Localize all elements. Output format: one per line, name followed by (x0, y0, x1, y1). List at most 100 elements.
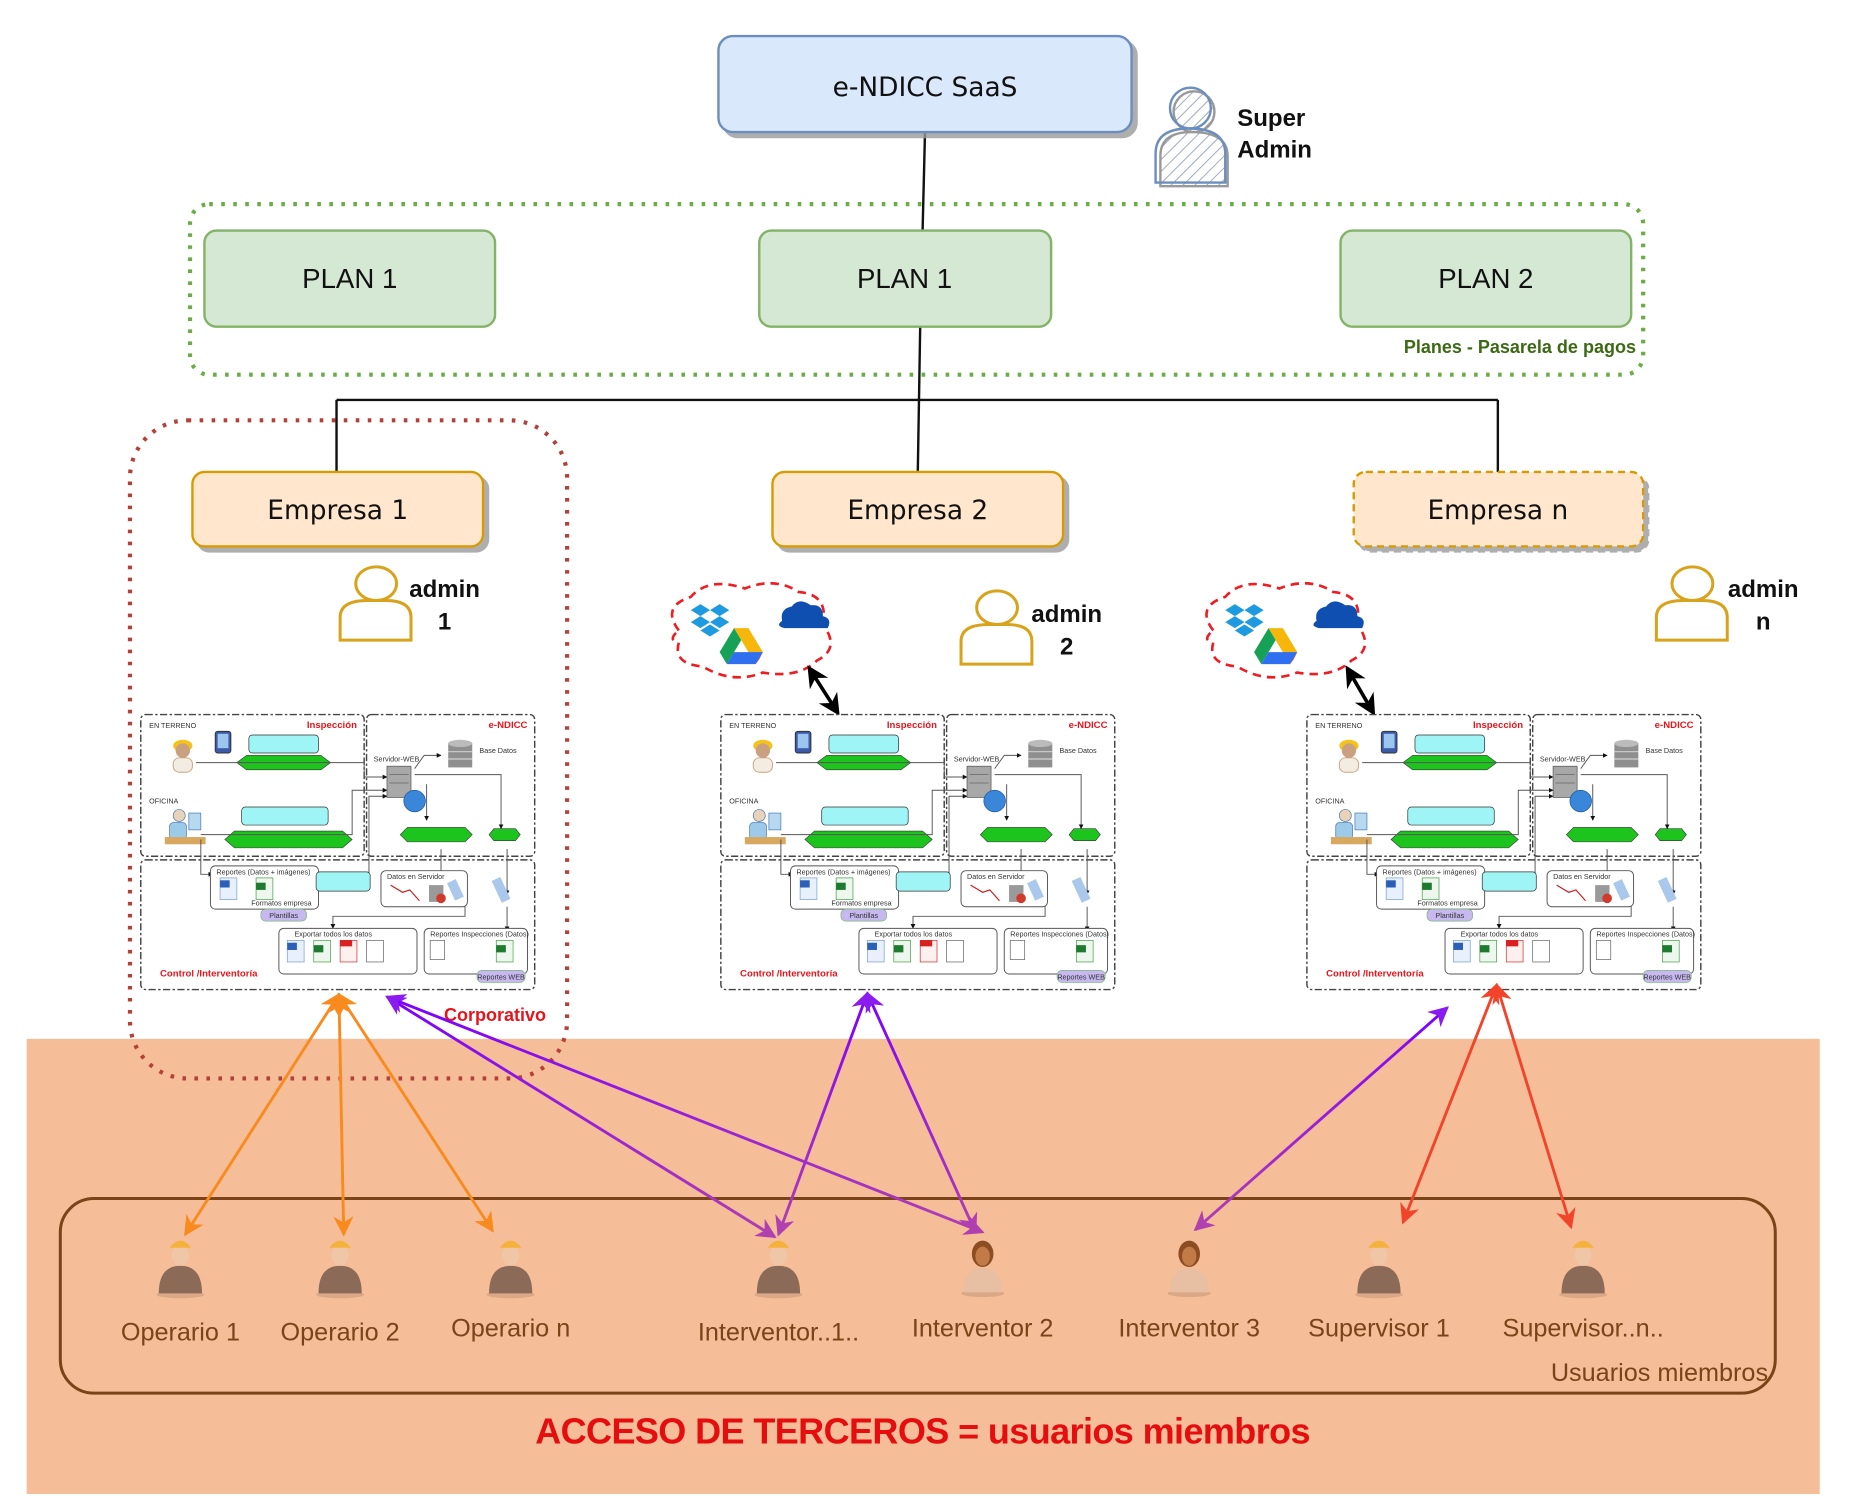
company-node-2[interactable]: Empresa 2 (771, 470, 1065, 548)
admin-label-2: 1 (438, 608, 451, 635)
members-list: Operario 1 Operario 2 Operario n Intervento… (121, 1240, 1664, 1347)
cloud-storage-group (670, 582, 832, 679)
member-user[interactable]: Operario 2 (281, 1240, 400, 1347)
templates-tag (260, 908, 307, 922)
member-user[interactable]: Interventor..1.. (698, 1240, 859, 1347)
export-title: Exportar todos los datos (1461, 930, 1539, 939)
member-user-label: Interventor 3 (1118, 1315, 1260, 1343)
field-section-label: EN TERRENO (149, 721, 196, 730)
system-title: e-NDICC (489, 720, 528, 731)
office-worker-icon (744, 809, 786, 845)
plan-label: PLAN 1 (302, 263, 397, 294)
member-user-label: Supervisor..n.. (1503, 1315, 1664, 1343)
plan-node[interactable]: PLAN 1 (758, 229, 1053, 328)
system-section (945, 713, 1116, 858)
admin-label-1: admin (1728, 576, 1799, 603)
cloud-outline (670, 582, 832, 679)
control-title: Control /Interventoría (1326, 968, 1424, 979)
access-links (183, 982, 1576, 1239)
inspection-title: Inspección (1473, 720, 1523, 731)
saas-root-label: e-NDICC SaaS (833, 72, 1018, 103)
dropbox-icon (690, 604, 730, 637)
corporate-group-caption: Corporativo (444, 1005, 546, 1025)
field-section-label: EN TERRENO (729, 721, 776, 730)
third-party-title: ACCESO DE TERCEROS = usuarios miembros (535, 1411, 1310, 1452)
control-title: Control /Interventoría (160, 968, 258, 979)
export-title: Exportar todos los datos (875, 930, 953, 939)
company-node-n[interactable]: Empresa n (1352, 470, 1645, 548)
member-user[interactable]: Supervisor 1 (1308, 1240, 1450, 1343)
web-reports-tag-label: Reportes WEB (1057, 972, 1105, 981)
web-reports-area (1003, 927, 1109, 975)
member-user-label: Operario n (451, 1315, 570, 1343)
company-node-1[interactable]: Empresa 1 (191, 470, 485, 548)
woman-icon (1167, 1240, 1211, 1298)
plan-label: PLAN 2 (1438, 263, 1533, 294)
server-data-title: Datos en Servidor (387, 872, 445, 881)
system-title: e-NDICC (1655, 720, 1694, 731)
member-user[interactable]: Operario n (451, 1240, 570, 1343)
company-admin-n: admin n (1654, 565, 1799, 642)
system-title: e-NDICC (1069, 720, 1108, 731)
office-section-label: OFICINA (149, 796, 178, 805)
member-user[interactable]: Supervisor..n.. (1503, 1240, 1664, 1343)
admin-label-2: n (1756, 608, 1771, 635)
member-user-label: Operario 1 (121, 1318, 240, 1346)
process-diagram: EN TERRENO Inspección e-NDICC OFICINA Se… (720, 713, 1116, 991)
members-caption: Usuarios miembros (1551, 1359, 1768, 1387)
user-hatched-icon (1154, 86, 1229, 188)
member-user-label: Supervisor 1 (1308, 1315, 1450, 1343)
hierarchy-connectors (335, 132, 1500, 472)
google-drive-icon (719, 628, 763, 665)
member-user-label: Operario 2 (281, 1318, 400, 1346)
access-arrow (1400, 982, 1500, 1225)
plans-group-caption: Planes - Pasarela de pagos (1404, 337, 1636, 357)
worker-icon (486, 1240, 535, 1299)
database-label: Base Datos (1646, 746, 1684, 755)
access-arrow (775, 991, 871, 1237)
inspection-reports-title: Reportes Inspecciones (Datos) (1596, 930, 1695, 939)
database-icon (448, 739, 473, 768)
cloud-sync-arrow (807, 665, 840, 716)
plan-node[interactable]: PLAN 1 (203, 229, 497, 328)
admin-label-1: admin (1031, 601, 1102, 628)
plan-node[interactable]: PLAN 2 (1339, 229, 1633, 328)
member-user[interactable]: Interventor 2 (912, 1240, 1054, 1343)
access-arrow (183, 992, 341, 1237)
server-label: Servidor-WEB (954, 754, 1000, 763)
inspection-title: Inspección (307, 720, 357, 731)
access-arrow (1492, 982, 1576, 1230)
field-section-label: EN TERRENO (1315, 721, 1362, 730)
field-worker-icon (172, 739, 193, 773)
member-user-label: Interventor..1.. (698, 1318, 859, 1346)
worker-icon (156, 1240, 205, 1299)
company-label: Empresa 2 (847, 495, 988, 526)
worker-icon (1559, 1240, 1608, 1299)
formats-label: Formatos empresa (251, 899, 311, 908)
office-worker-icon (164, 809, 206, 845)
admin-label-1: admin (409, 576, 480, 603)
formats-label: Formatos empresa (831, 899, 891, 908)
server-data-title: Datos en Servidor (1553, 872, 1611, 881)
web-reports-tag (1056, 970, 1106, 983)
field-worker-icon (752, 739, 773, 773)
member-user[interactable]: Interventor 3 (1118, 1240, 1260, 1343)
process-diagram: EN TERRENO Inspección e-NDICC OFICINA Se… (1306, 713, 1702, 991)
tablet-icon (214, 730, 232, 754)
onedrive-icon (778, 601, 830, 629)
admin-user-icon (1654, 565, 1729, 642)
reports-box-title: Reportes (Datos + imágenes) (796, 867, 890, 876)
cloud-outline (1205, 582, 1367, 679)
server-icon (1552, 765, 1592, 813)
inspection-reports-title: Reportes Inspecciones (Datos) (430, 930, 529, 939)
member-user[interactable]: Operario 1 (121, 1240, 240, 1347)
cloud-sync-arrow (1345, 665, 1376, 716)
export-title: Exportar todos los datos (294, 930, 372, 939)
admin-label-2: 2 (1060, 634, 1073, 661)
server-icon (966, 765, 1006, 813)
saas-root-node[interactable]: e-NDICC SaaS (717, 34, 1133, 134)
reports-box-title: Reportes (Datos + imágenes) (1383, 867, 1477, 876)
control-title: Control /Interventoría (740, 968, 838, 979)
tablet-icon (1380, 730, 1398, 754)
